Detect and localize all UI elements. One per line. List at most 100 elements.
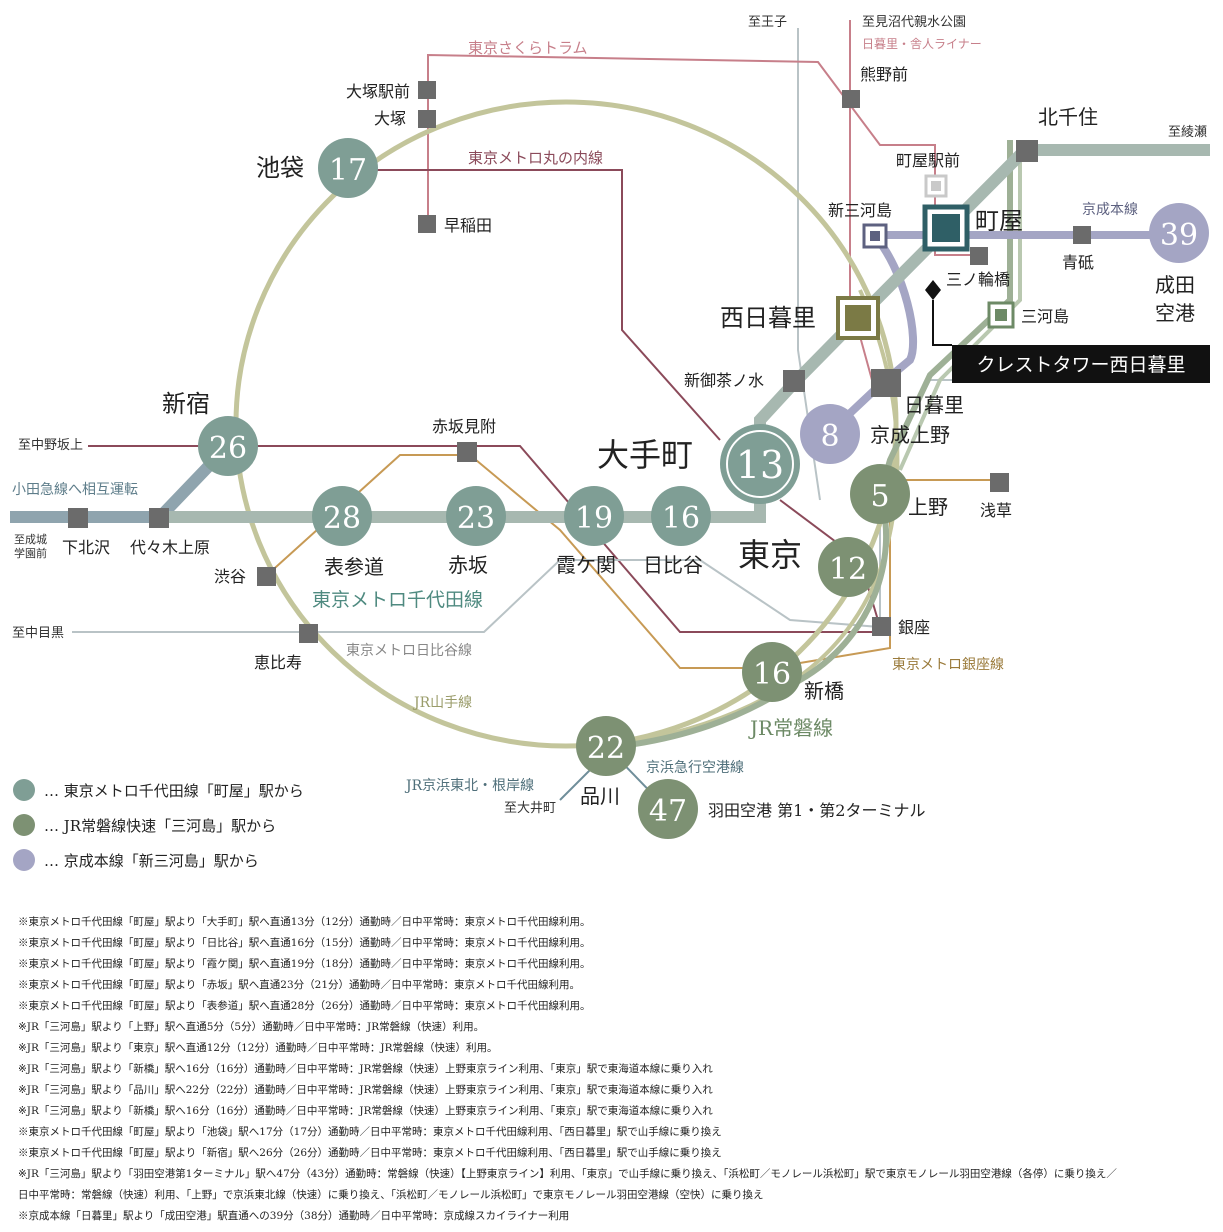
badges-ikebukuro-label: 17 <box>329 153 367 188</box>
note: ※東京メトロ千代田線「町屋」駅より「大手町」駅へ直通13分（12分）通勤時／日中… <box>18 916 591 928</box>
stations-machiya-ekimae-label: 町屋駅前 <box>896 151 960 170</box>
otsuka-square <box>418 110 436 128</box>
badges-shimbashi-label: 16 <box>753 657 791 692</box>
asakusa-square <box>990 473 1009 492</box>
line-labels-marunouchi-label: 東京メトロ丸の内線 <box>468 149 603 167</box>
aoto-square <box>1073 226 1091 244</box>
stations-otsuka-label: 大塚 <box>374 109 406 128</box>
stations-minowabashi-label: 三ノ輪橋 <box>946 270 1010 289</box>
marunouchi-line <box>348 169 721 441</box>
map-shape <box>932 214 960 242</box>
badge-keisei-ueno <box>800 404 860 464</box>
note: ※JR「三河島」駅より「羽田空港第1ターミナル」駅へ47分（43分）通勤時：常磐… <box>18 1168 1117 1180</box>
stations-shibuya-label: 渋谷 <box>214 567 246 586</box>
hibiya-line <box>72 359 1025 633</box>
stations-aoto-label: 青砥 <box>1062 253 1094 272</box>
badge-ikebukuro <box>318 138 378 198</box>
legend-0-text-label: … 東京メトロ千代田線「町屋」駅から <box>44 782 304 800</box>
property-label-box <box>952 345 1210 383</box>
stations-kasumigaseki-label: 霞ケ関 <box>556 553 616 577</box>
badge-kasumigaseki <box>564 486 624 546</box>
note: ※東京メトロ千代田線「町屋」駅より「霞ケ関」駅へ直通19分（18分）通勤時／日中… <box>18 958 591 970</box>
note: ※東京メトロ千代田線「町屋」駅より「赤坂」駅へ直通23分（21分）通勤時／日中平… <box>18 979 581 991</box>
note: ※JR「三河島」駅より「新橋」駅へ16分（16分）通勤時／日中平常時：JR常磐線… <box>18 1105 713 1117</box>
legend-dot-chiyoda <box>13 779 35 801</box>
badges: 17 26 28 23 19 16 13 5 12 16 22 47 8 39 <box>198 138 1209 839</box>
station-labels: 大塚駅前 大塚 早稲田 熊野前 北千住 町屋駅前 町屋 新三河島 青砥 三ノ輪橋… <box>62 65 1195 820</box>
legend-dot-joban <box>13 814 35 836</box>
stations-shimokitazawa-label: 下北沢 <box>62 538 110 557</box>
stations-mikawashima-label: 三河島 <box>1021 307 1069 326</box>
note: ※JR「三河島」駅より「東京」駅へ直通12分（12分）通勤時／日中平常時：JR常… <box>18 1042 498 1054</box>
line-labels-odakyu-label: 小田急線へ相互運転 <box>12 482 138 498</box>
line-labels-keisei-main-label: 京成本線 <box>1082 202 1138 218</box>
property-diamond <box>925 280 941 300</box>
stations-machiya-label: 町屋 <box>975 207 1023 235</box>
map-shape <box>931 181 941 191</box>
badge-narita <box>1149 203 1209 263</box>
line-labels: 東京さくらトラム 東京メトロ丸の内線 日暮里・舎人ライナー 京成本線 小田急線へ… <box>12 37 1138 794</box>
badges-akasaka-label: 23 <box>457 501 495 536</box>
badge-shimbashi <box>742 642 802 702</box>
stations-akasaka-mitsuke-label: 赤坂見附 <box>432 417 496 436</box>
badges-otemachi-label: 13 <box>736 443 784 487</box>
stations-narita-l1-label: 成田 <box>1155 273 1195 297</box>
badge-shinjuku <box>198 416 258 476</box>
stations-ginza-label: 銀座 <box>898 618 930 637</box>
note: ※東京メトロ千代田線「町屋」駅より「池袋」駅へ17分（17分）通勤時／日中平常時… <box>18 1126 722 1138</box>
map-shape <box>995 309 1007 321</box>
destinations-seijo-l1-label: 至成城 <box>14 533 47 546</box>
station-squares <box>68 81 1091 643</box>
stations-hibiya-label: 日比谷 <box>643 553 703 577</box>
nippori-square <box>871 369 901 397</box>
stations-ikebukuro-label: 池袋 <box>256 154 304 182</box>
legend: … 東京メトロ千代田線「町屋」駅から … JR常磐線快速「三河島」駅から … 京… <box>13 779 304 871</box>
badges-keisei-ueno-label: 8 <box>820 419 839 454</box>
note: ※東京メトロ千代田線「町屋」駅より「表参道」駅へ直通28分（26分）通勤時／日中… <box>18 1000 591 1012</box>
stations-shin-ochanomizu-label: 新御茶ノ水 <box>684 371 764 390</box>
destinations-ayase-label: 至綾瀬 <box>1168 124 1207 140</box>
destinations-oji-label: 至王子 <box>748 15 787 30</box>
destinations-naka-meguro-label: 至中目黒 <box>12 626 64 641</box>
destination-labels: 至王子 至見沼代親水公園 至綾瀬 至中野坂上 至成城 学園前 至中目黒 至大井町 <box>12 15 1207 816</box>
shimokitazawa-square <box>68 508 88 528</box>
stations-haneda-label: 羽田空港 第1・第2ターミナル <box>708 801 925 820</box>
badges-shinjuku-label: 26 <box>209 431 247 466</box>
joban-line-2 <box>898 140 1022 471</box>
badges-hibiya-label: 16 <box>662 501 700 536</box>
keisei-line-branch <box>827 232 917 435</box>
stations-narita-l2-label: 空港 <box>1155 301 1195 325</box>
map-shape <box>932 300 952 346</box>
note: 日中平常時：常磐線（快速）利用、「上野」で京浜東北線（快速）に乗り換え、「浜松町… <box>18 1189 764 1201</box>
map-shape <box>845 305 871 331</box>
destinations-nakano-sakaue-label: 至中野坂上 <box>18 438 83 453</box>
shibuya-square <box>257 567 276 586</box>
note: ※JR「三河島」駅より「新橋」駅へ16分（16分）通勤時／日中平常時：JR常磐線… <box>18 1063 713 1075</box>
legend-1-text-label: … JR常磐線快速「三河島」駅から <box>44 817 276 835</box>
stations-ebisu-label: 恵比寿 <box>254 653 302 672</box>
stations-kumanomae-label: 熊野前 <box>860 65 908 84</box>
map-shape <box>870 231 880 241</box>
property-marker: クレストタワー西日暮里 <box>925 280 1210 383</box>
badges-shinagawa-label: 22 <box>587 731 625 766</box>
stations-shinagawa-label: 品川 <box>580 784 620 808</box>
note: ※JR「三河島」駅より「上野」駅へ直通5分（5分）通勤時／日中平常時：JR常磐線… <box>18 1021 485 1033</box>
badges-ueno-label: 5 <box>870 479 889 514</box>
stations-akasaka-label: 赤坂 <box>448 553 488 577</box>
otsuka-ekimae-square <box>418 81 436 99</box>
badge-hibiya <box>651 486 711 546</box>
badge-shinagawa <box>576 716 636 776</box>
badges-omotesando-label: 28 <box>323 501 361 536</box>
badge-haneda <box>638 779 698 839</box>
badges-haneda-label: 47 <box>649 794 687 829</box>
line-labels-chiyoda-label: 東京メトロ千代田線 <box>312 589 483 611</box>
stations-otemachi-label: 大手町 <box>597 436 693 474</box>
footnotes: ※東京メトロ千代田線「町屋」駅より「大手町」駅へ直通13分（12分）通勤時／日中… <box>18 912 1208 1227</box>
waseda-square <box>418 215 436 233</box>
yoyogi-uehara-square <box>149 508 169 528</box>
destinations-minumadai-label: 至見沼代親水公園 <box>862 15 966 30</box>
stations-asakusa-label: 浅草 <box>980 501 1012 520</box>
stations-kitasenju-label: 北千住 <box>1038 105 1098 129</box>
legend-dot-keisei <box>13 849 35 871</box>
stations-omotesando-label: 表参道 <box>324 555 384 579</box>
